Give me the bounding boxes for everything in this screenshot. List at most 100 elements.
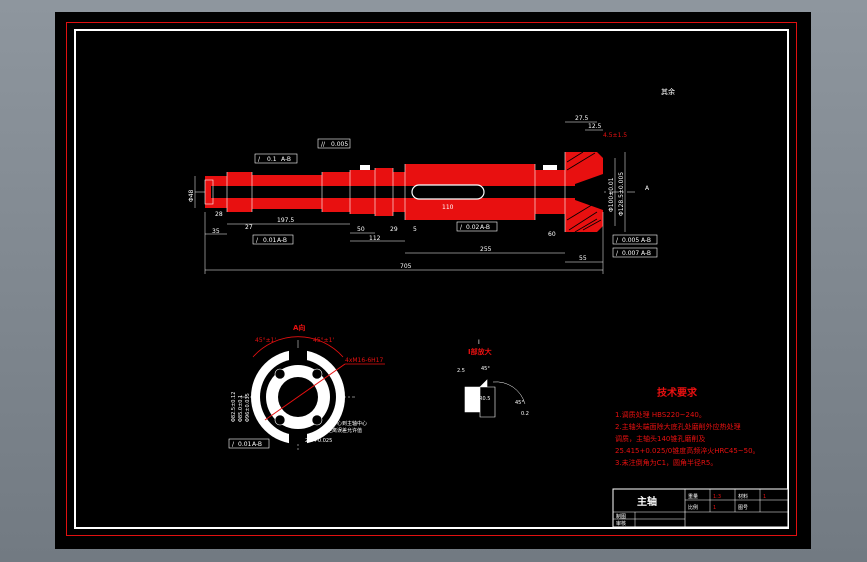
svg-text:3.未注倒角为C1，圆角半径R5。: 3.未注倒角为C1，圆角半径R5。 <box>615 458 717 467</box>
keyway-slot <box>411 184 485 200</box>
svg-text:A-B: A-B <box>281 156 291 163</box>
gdt-frame-2: // 0.005 <box>317 138 351 149</box>
svg-text:0.02: 0.02 <box>466 224 480 231</box>
svg-text:A-B: A-B <box>641 237 651 244</box>
svg-text:0.005: 0.005 <box>622 237 639 244</box>
svg-text:0.2: 0.2 <box>521 411 529 417</box>
title-block: 主轴 重量 1:3 材料 1 比例 1 图号 制图 审核 <box>612 488 789 528</box>
dim-5: 5 <box>413 226 417 233</box>
gdt-frame-4: / 0.02 A-B <box>456 221 498 232</box>
svg-text:审核: 审核 <box>616 520 626 527</box>
svg-text://: // <box>321 141 326 148</box>
svg-text:A-B: A-B <box>480 224 490 231</box>
roughness-note: 其余 <box>661 87 675 96</box>
svg-text:2.主轴头端面除大底孔处磨削外应热处理: 2.主轴头端面除大底孔处磨削外应热处理 <box>615 422 741 431</box>
svg-text:0.01: 0.01 <box>238 441 252 448</box>
svg-text:比例: 比例 <box>688 504 698 511</box>
dim-phi-right-2: Φ128.5±0.005 <box>618 172 625 216</box>
svg-text:Φ85.0±0.1: Φ85.0±0.1 <box>238 395 244 422</box>
svg-text:材料: 材料 <box>738 493 748 500</box>
svg-text:/: / <box>256 237 259 244</box>
svg-text:图号: 图号 <box>738 505 748 511</box>
svg-text:1: 1 <box>763 494 766 500</box>
svg-text:调质，主轴头140锥孔磨削及: 调质，主轴头140锥孔磨削及 <box>615 434 705 443</box>
svg-text:/: / <box>258 156 261 163</box>
svg-text:25.415+0.025/0锥度高频淬火HRC45~50。: 25.415+0.025/0锥度高频淬火HRC45~50。 <box>615 446 760 455</box>
detail-label: I部放大 <box>468 347 492 356</box>
dim-197-5: 197.5 <box>277 217 294 224</box>
gdt-frame-5: / 0.005 A-B <box>612 234 658 245</box>
gdt-frames: / 0.1 A-B // 0.005 / 0.01 A-B / 0.02 A-B <box>252 138 658 258</box>
left-end <box>204 179 214 205</box>
outer-frame <box>66 22 797 536</box>
dim-phi-right-1: Φ100±0.01 <box>608 177 615 212</box>
svg-text:4xM16-6H17: 4xM16-6H17 <box>345 357 383 364</box>
drawing-sheet: 705 255 35 197.5 50 112 29 110 60 55 27 … <box>55 12 811 549</box>
svg-text:/: / <box>232 441 235 448</box>
dimension-texts: 705 255 35 197.5 50 112 29 110 60 55 27 … <box>188 87 675 270</box>
svg-text:Φ82.5±0.12: Φ82.5±0.12 <box>231 392 237 422</box>
spindle-main-view <box>195 151 635 233</box>
gdt-frame-6: / 0.007 A-B <box>612 247 658 258</box>
view-a: A向 45°±1' 45°±1' 4xM16-6H17 Φ82.5±0.12 Φ… <box>228 323 385 452</box>
dim-27-5: 27.5 <box>575 115 589 122</box>
svg-text:I: I <box>478 339 480 346</box>
svg-text:/: / <box>616 250 619 257</box>
gdt-frame-1: / 0.1 A-B <box>254 153 298 164</box>
svg-text:1.调质处理 HBS220~240。: 1.调质处理 HBS220~240。 <box>615 410 706 419</box>
cad-drawing: 705 255 35 197.5 50 112 29 110 60 55 27 … <box>188 87 789 528</box>
dim-overall: 705 <box>400 263 412 270</box>
shaft-outlines <box>226 152 566 232</box>
svg-text:/: / <box>616 237 619 244</box>
dimension-lines <box>194 121 626 274</box>
gdt-frame-3: / 0.01 A-B <box>252 234 294 245</box>
svg-text:A-B: A-B <box>277 237 287 244</box>
tech-req-heading: 技术要求 <box>657 386 698 399</box>
view-a-label: A向 <box>293 323 305 332</box>
svg-text:距离误差允许值: 距离误差允许值 <box>327 427 362 434</box>
svg-text:制图: 制图 <box>616 513 626 520</box>
dim-27: 27 <box>245 224 253 231</box>
gdt-frame-7: / 0.01 A-B <box>228 438 270 449</box>
svg-text:45°: 45° <box>515 400 524 406</box>
svg-text:45°: 45° <box>481 366 490 372</box>
svg-text:2.5: 2.5 <box>457 368 465 374</box>
svg-text:圆中心到主轴中心: 圆中心到主轴中心 <box>327 420 367 427</box>
datum-a: A <box>645 185 650 192</box>
svg-text:A-B: A-B <box>641 250 651 257</box>
taper-label: 4.5±1.5 <box>603 132 627 139</box>
taper-bore <box>575 174 603 210</box>
svg-text:A-B: A-B <box>252 441 262 448</box>
dim-phi-left: Φ48 <box>188 189 195 202</box>
flange-key-bottom <box>289 430 307 444</box>
dim-112: 112 <box>369 235 381 242</box>
svg-text:Φ96±0.035: Φ96±0.035 <box>245 393 251 422</box>
dim-60: 60 <box>548 231 556 238</box>
svg-text:1: 1 <box>713 505 716 511</box>
dim-12-5: 12.5 <box>588 123 602 130</box>
inner-frame <box>74 29 789 529</box>
dim-110: 110 <box>442 204 454 211</box>
dim-28: 28 <box>215 211 223 218</box>
svg-text:25.4-0.025: 25.4-0.025 <box>305 438 332 444</box>
svg-text:0.005: 0.005 <box>331 141 348 148</box>
marker-white-1 <box>360 165 370 170</box>
svg-text:4.5±1.5: 4.5±1.5 <box>603 132 627 139</box>
hatch-flange <box>566 151 602 233</box>
svg-text:R0.5: R0.5 <box>479 396 490 402</box>
svg-text:1:3: 1:3 <box>713 494 721 500</box>
svg-text:45°±1': 45°±1' <box>255 337 276 344</box>
dim-50: 50 <box>357 226 365 233</box>
dim-35: 35 <box>212 228 220 235</box>
dim-29: 29 <box>390 226 398 233</box>
dim-55: 55 <box>579 255 587 262</box>
internal-bore <box>211 186 591 198</box>
tech-requirements: 技术要求 1.调质处理 HBS220~240。 2.主轴头端面除大底孔处磨削外应… <box>615 386 760 467</box>
svg-text:0.1: 0.1 <box>267 156 277 163</box>
drawing-title: 主轴 <box>637 495 657 508</box>
svg-text:/: / <box>460 224 463 231</box>
svg-text:0.007: 0.007 <box>622 250 639 257</box>
svg-text:0.01: 0.01 <box>263 237 277 244</box>
detail-i-view: I I部放大 2.5 45° R0.5 45° 0.2 <box>457 339 529 418</box>
flange-key-top <box>289 350 307 364</box>
